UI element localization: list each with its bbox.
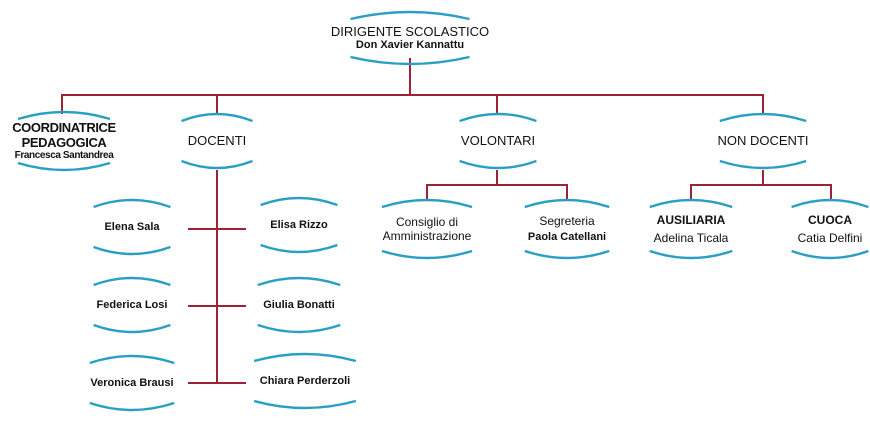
arc-decoration (718, 160, 808, 170)
arc-decoration (458, 160, 538, 170)
arc-decoration (790, 250, 870, 260)
segreteria-node: Segreteria Paola Catellani (523, 198, 611, 260)
cuoca-title: CUOCA (808, 213, 852, 228)
dirigente-name: Don Xavier Kannattu (355, 39, 465, 52)
arc-decoration (16, 110, 112, 120)
consiglio-title-line2: Amministrazione (382, 229, 472, 243)
consiglio-title-line1: Consiglio di (395, 214, 459, 229)
docente-name: Chiara Perderzoli (259, 374, 351, 387)
arc-decoration (252, 352, 358, 362)
arc-decoration (348, 56, 472, 66)
volontari-title: VOLONTARI (460, 133, 536, 149)
arc-decoration (92, 246, 172, 256)
ausiliaria-name: Adelina Ticala (653, 230, 729, 245)
docente-name: Giulia Bonatti (263, 298, 335, 311)
segreteria-name: Paola Catellani (527, 231, 607, 244)
arc-decoration (718, 112, 808, 122)
coordinatrice-title-line1: COORDINATRICE (12, 119, 116, 135)
docente-name: Elisa Rizzo (270, 218, 328, 231)
volontari-node: VOLONTARI (458, 112, 538, 170)
arc-decoration (88, 402, 176, 412)
arc-decoration (92, 198, 172, 208)
arc-decoration (92, 276, 172, 286)
dirigente-title: DIRIGENTE SCOLASTICO (330, 23, 490, 39)
non-docenti-node: NON DOCENTI (717, 112, 809, 170)
ausiliaria-title: AUSILIARIA (656, 213, 726, 228)
docente-node: Veronica Brausi (88, 354, 176, 412)
cuoca-node: CUOCA Catia Delfini (790, 198, 870, 260)
arc-decoration (648, 250, 734, 260)
arc-decoration (252, 400, 358, 410)
arc-decoration (380, 250, 474, 260)
coordinatrice-name: Francesca Santandrea (14, 150, 114, 162)
docente-node: Chiara Perderzoli (252, 352, 358, 410)
docente-node: Giulia Bonatti (256, 276, 342, 334)
arc-decoration (348, 10, 472, 20)
coordinatrice-title-line2: PEDAGOGICA (21, 135, 107, 151)
arc-decoration (523, 250, 611, 260)
coordinatrice-node: COORDINATRICE PEDAGOGICA Francesca Santa… (12, 110, 116, 172)
arc-decoration (790, 198, 870, 208)
arc-decoration (16, 162, 112, 172)
arc-decoration (259, 196, 339, 206)
docente-name: Federica Losi (96, 298, 168, 311)
docente-name: Elena Sala (104, 220, 160, 233)
arc-decoration (458, 112, 538, 122)
consiglio-node: Consiglio di Amministrazione (380, 198, 474, 260)
segreteria-title: Segreteria (539, 213, 595, 228)
arc-decoration (380, 198, 474, 208)
arc-decoration (648, 198, 734, 208)
arc-decoration (180, 112, 254, 122)
docente-name: Veronica Brausi (90, 376, 174, 389)
docenti-node: DOCENTI (180, 112, 254, 170)
arc-decoration (180, 160, 254, 170)
docente-node: Federica Losi (92, 276, 172, 334)
cuoca-name: Catia Delfini (797, 230, 863, 245)
dirigente-node: DIRIGENTE SCOLASTICO Don Xavier Kannattu (331, 10, 489, 66)
non-docenti-title: NON DOCENTI (717, 133, 809, 149)
arc-decoration (92, 324, 172, 334)
arc-decoration (256, 324, 342, 334)
docente-node: Elisa Rizzo (259, 196, 339, 254)
ausiliaria-node: AUSILIARIA Adelina Ticala (648, 198, 734, 260)
arc-decoration (88, 354, 176, 364)
docenti-title: DOCENTI (187, 133, 247, 149)
arc-decoration (256, 276, 342, 286)
arc-decoration (259, 244, 339, 254)
docente-node: Elena Sala (92, 198, 172, 256)
arc-decoration (523, 198, 611, 208)
